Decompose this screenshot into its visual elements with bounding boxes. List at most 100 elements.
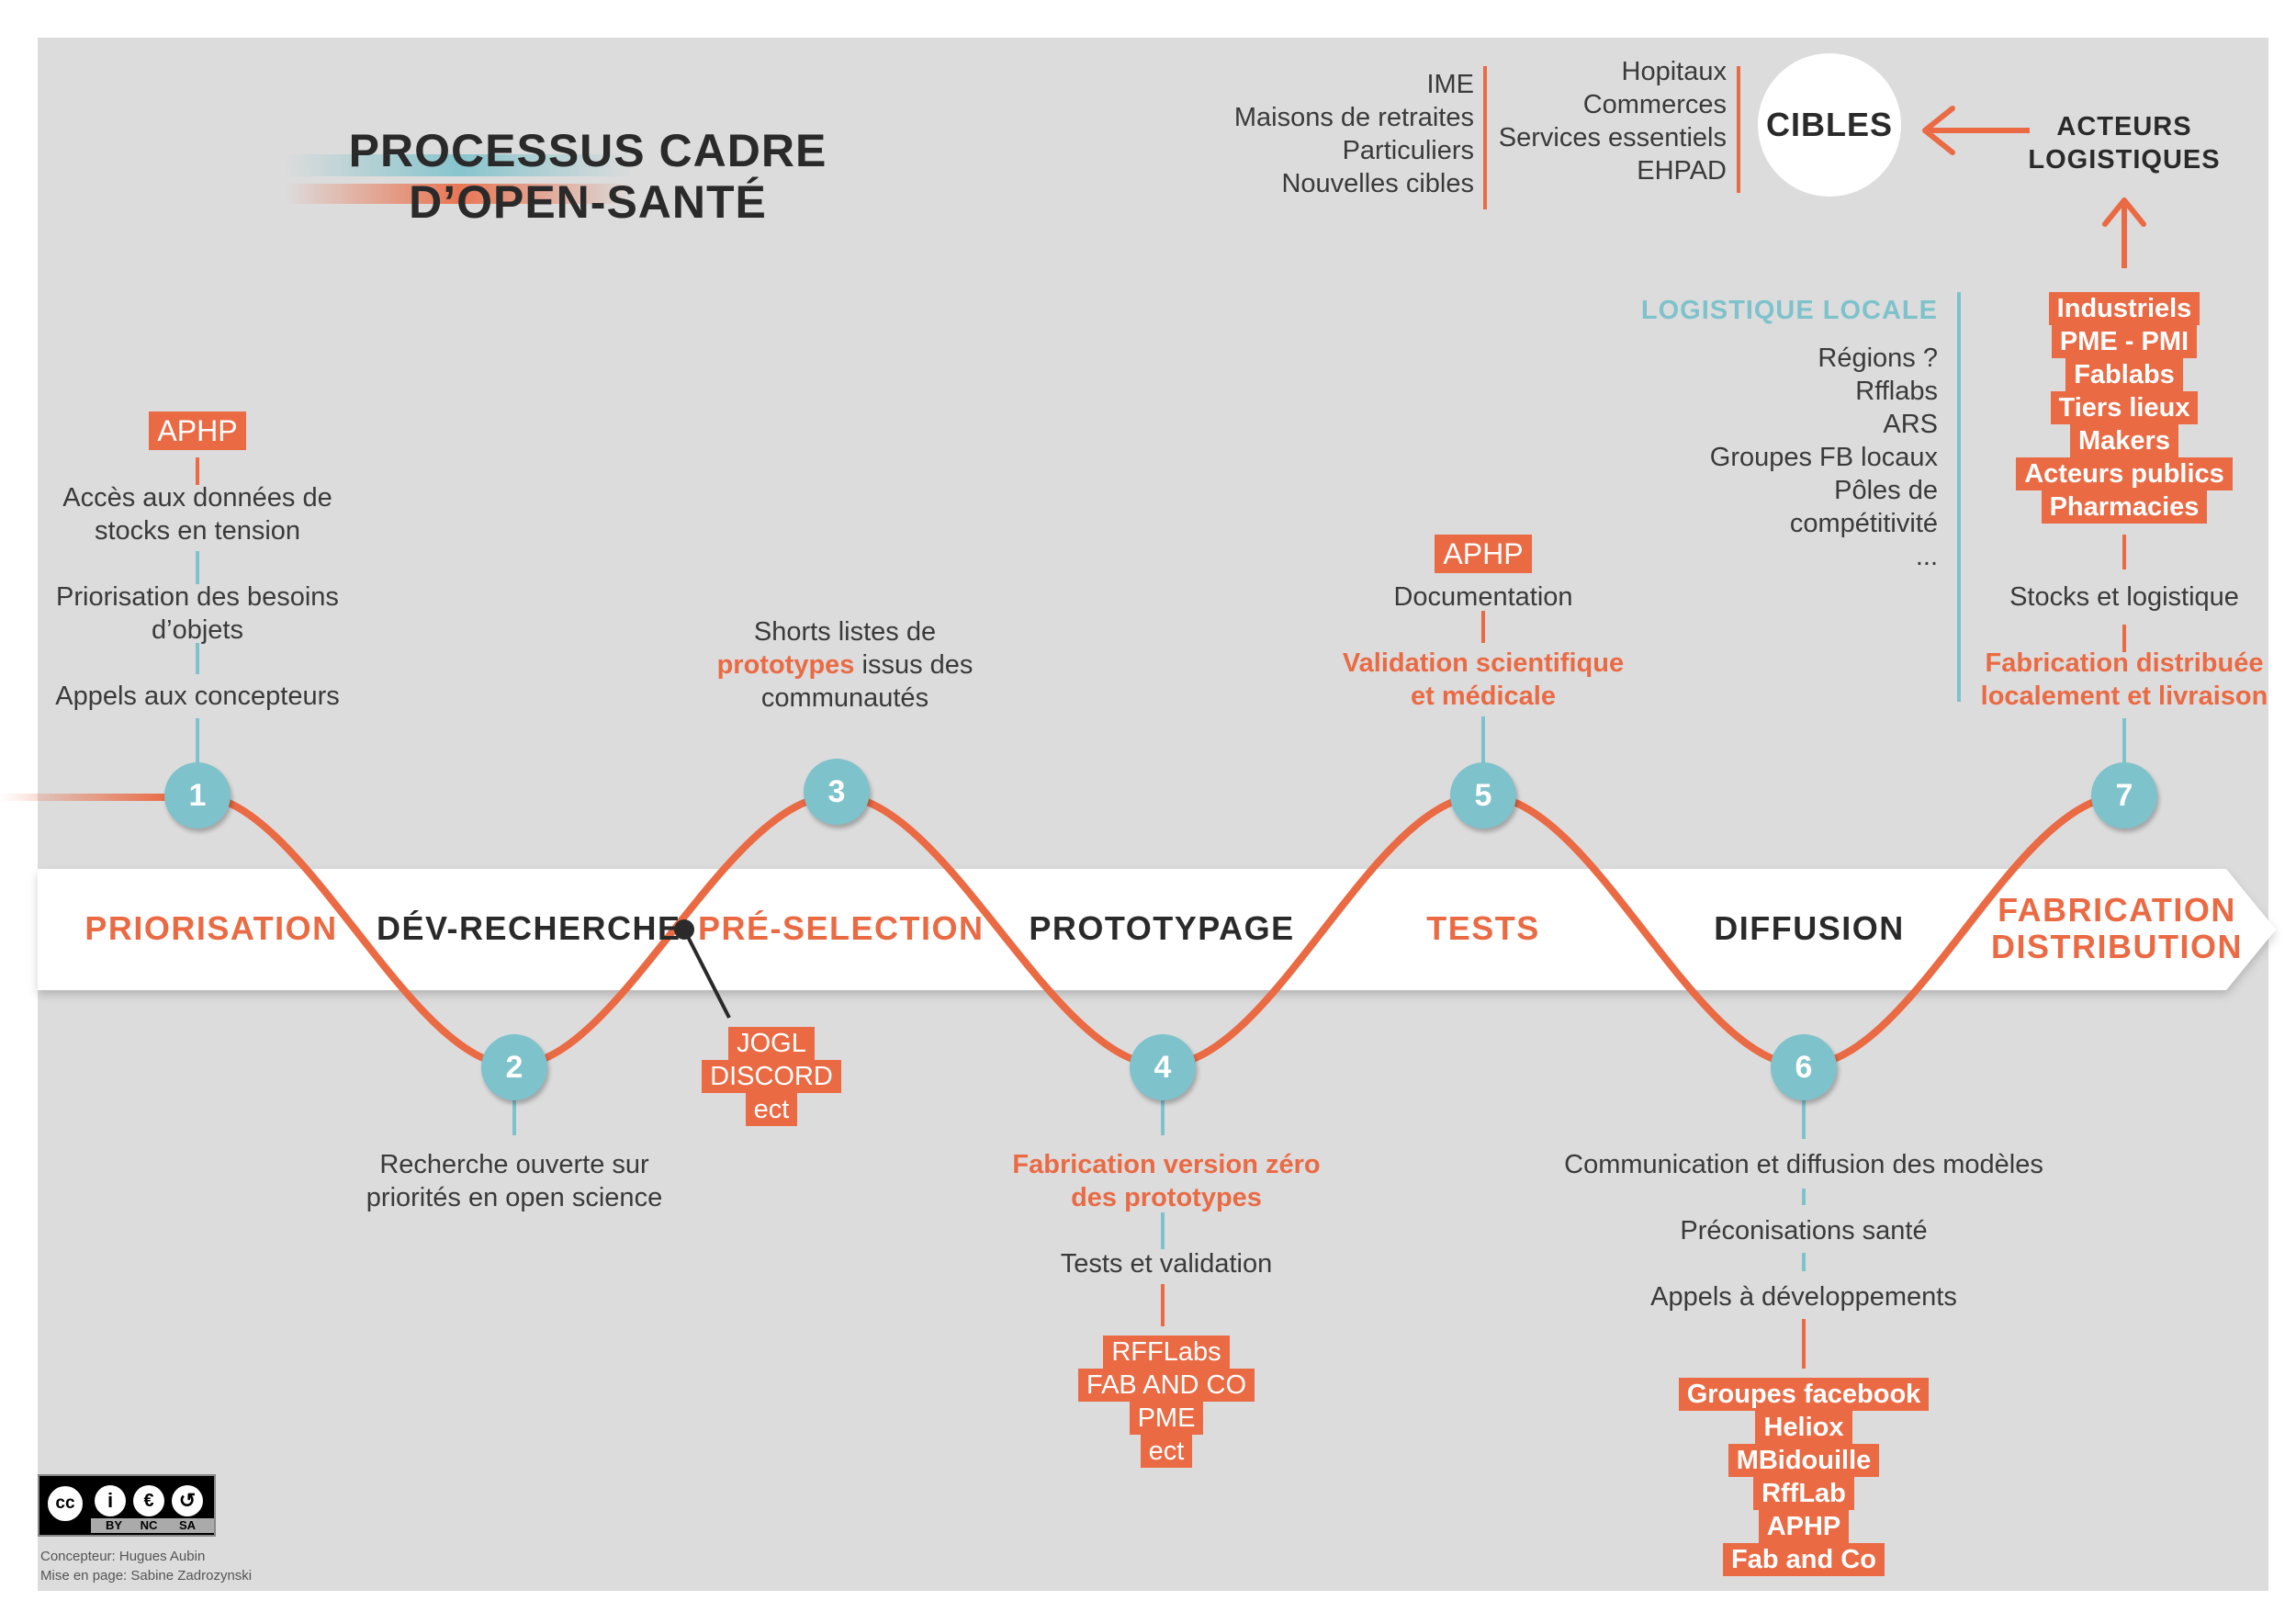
logistique-locale-heading: LOGISTIQUE LOCALE: [1640, 296, 1938, 325]
background-panel: [38, 38, 2268, 1591]
logistique-item: ARS: [1883, 410, 1938, 439]
nc-icon: €: [133, 1485, 164, 1516]
step7-highlight: Fabrication distribuée: [1985, 648, 2264, 678]
stage-tests: TESTS: [1426, 909, 1540, 947]
step7-stocks: Stocks et logistique: [2009, 582, 2239, 612]
step1-needs: Priorisation des besoins d’objets: [14, 580, 381, 647]
page-title-line-2: D’OPEN-SANTÉ: [409, 176, 767, 228]
step-circle-4: 4: [1130, 1034, 1196, 1100]
actor-badge: Industriels: [2048, 292, 2200, 325]
step2-item: Recherche ouverte sur: [379, 1150, 649, 1179]
partner-badge: RFFLabs: [1103, 1336, 1230, 1369]
step2-tools: JOGL DISCORD ect: [680, 1027, 863, 1126]
step-circle-3: 3: [804, 759, 870, 825]
step4-tests: Tests et validation: [1060, 1249, 1273, 1279]
sa-icon: ↺: [172, 1485, 203, 1516]
step-circle-6: 6: [1771, 1034, 1837, 1100]
tool-badge: JOGL: [728, 1027, 815, 1060]
actor-badge: Tiers lieux: [2050, 391, 2199, 424]
actor-badge: Makers: [2070, 424, 2178, 457]
step5-highlight: et médicale: [1411, 682, 1556, 711]
step-circle-7: 7: [2091, 762, 2157, 828]
credit-designer: Concepteur: Hugues Aubin: [40, 1549, 206, 1564]
step1-item: Priorisation des besoins: [56, 582, 339, 612]
step7-fabrication: Fabrication distribuée localement et liv…: [1941, 647, 2296, 713]
step1-item: stocks en tension: [94, 516, 301, 546]
license-nc: NC: [140, 1518, 158, 1532]
step4-boxes: RFFLabs FAB AND CO PME ect: [1019, 1336, 1313, 1468]
stage-pre-selection: PRÉ-SELECTION: [698, 909, 985, 947]
step1-box: APHP: [106, 411, 289, 450]
cible-item: Particuliers: [1342, 136, 1474, 165]
step5-validation: Validation scientifique et médicale: [1300, 647, 1667, 713]
page-title: PROCESSUS CADRE D’OPEN-SANTÉ: [303, 125, 872, 228]
by-icon: i: [95, 1485, 126, 1516]
junction-dot: [674, 919, 694, 940]
logistique-item: Groupes FB locaux: [1709, 443, 1938, 472]
credits: Concepteur: Hugues Aubin Mise en page: S…: [40, 1547, 408, 1585]
stage-prototypage: PROTOTYPAGE: [1029, 909, 1295, 947]
step-circle-2: 2: [481, 1034, 547, 1100]
step3-shortlists: Shorts listes de prototypes issus des co…: [661, 615, 1029, 715]
step3-line: Shorts listes de: [753, 617, 937, 647]
cc-icon: cc: [45, 1483, 85, 1524]
community-badge: APHP: [1758, 1510, 1850, 1543]
cc-license-badge: cc i € ↺ BY NC SA: [38, 1474, 216, 1537]
actor-badge: Acteurs publics: [2016, 457, 2233, 490]
step2-research: Recherche ouverte sur priorités en open …: [312, 1148, 716, 1214]
aphp-badge: APHP: [1435, 535, 1532, 573]
step4-fabrication: Fabrication version zéro des prototypes: [974, 1148, 1359, 1214]
aphp-badge: APHP: [149, 411, 246, 450]
stage-distribution-line: DISTRIBUTION: [1991, 928, 2243, 965]
step3-highlight: prototypes: [716, 650, 855, 680]
step7-highlight: localement et livraison: [1980, 682, 2268, 711]
step-circle-1: 1: [164, 762, 231, 828]
stage-fabrication-distribution: FABRICATION DISTRIBUTION: [1975, 892, 2259, 965]
step4-highlight: des prototypes: [1071, 1183, 1262, 1212]
logistique-item: compétitivité: [1789, 509, 1938, 538]
cible-item: IME: [1426, 70, 1474, 99]
cible-item: Services essentiels: [1498, 123, 1727, 152]
partner-badge: FAB AND CO: [1077, 1369, 1255, 1402]
cibles-circle: CIBLES: [1758, 53, 1901, 197]
step4-highlight: Fabrication version zéro: [1012, 1150, 1321, 1179]
stage-dev-recherche: DÉV-RECHERCHE: [377, 909, 681, 947]
step5-box: APHP: [1391, 535, 1575, 573]
step7-boxes: Industriels PME - PMI Fablabs Tiers lieu…: [1986, 292, 2262, 524]
community-badge: Heliox: [1755, 1411, 1852, 1444]
title-swoosh-orange: [285, 184, 634, 204]
community-badge: MBidouille: [1728, 1444, 1880, 1477]
actor-badge: Pharmacies: [2041, 490, 2208, 524]
step3-line: communautés: [760, 683, 929, 713]
cible-item: Hopitaux: [1621, 57, 1727, 86]
step6-communication: Communication et diffusion des modèles: [1564, 1150, 2043, 1179]
partner-badge: PME: [1129, 1402, 1204, 1435]
cible-item: Nouvelles cibles: [1281, 169, 1474, 198]
step6-preconisations: Préconisations santé: [1680, 1216, 1928, 1245]
license-by: BY: [105, 1518, 123, 1532]
step3-line: issus des: [854, 650, 974, 680]
step1-item: d’objets: [152, 615, 243, 645]
community-badge: Groupes facebook: [1678, 1378, 1930, 1411]
stage-fabrication-line: FABRICATION: [1998, 891, 2236, 929]
license-sa: SA: [178, 1518, 197, 1532]
connectors: [196, 66, 2126, 1369]
actor-badge: PME - PMI: [2051, 325, 2198, 358]
tool-badge: DISCORD: [702, 1060, 841, 1093]
cible-item: Maisons de retraites: [1233, 103, 1474, 132]
step1-data-access: Accès aux données de stocks en tension: [14, 481, 381, 547]
step5-documentation: Documentation: [1393, 582, 1573, 612]
step1-calls: Appels aux concepteurs: [55, 682, 340, 711]
credit-layout: Mise en page: Sabine Zadrozynski: [40, 1568, 253, 1584]
step6-calls: Appels à développements: [1650, 1282, 1957, 1312]
logistique-item: Pôles de: [1834, 476, 1938, 505]
page-title-line-1: PROCESSUS CADRE: [348, 125, 827, 176]
actor-badge: Fablabs: [2065, 358, 2183, 391]
step-circle-5: 5: [1450, 762, 1516, 828]
step2-item: priorités en open science: [366, 1183, 663, 1212]
step6-boxes: Groupes facebook Heliox MBidouille RffLa…: [1638, 1378, 1969, 1576]
cibles-list-2: Hopitaux Commerces Services essentiels E…: [1359, 55, 1727, 187]
logistique-item: ...: [1915, 542, 1938, 571]
community-badge: RffLab: [1753, 1477, 1854, 1510]
